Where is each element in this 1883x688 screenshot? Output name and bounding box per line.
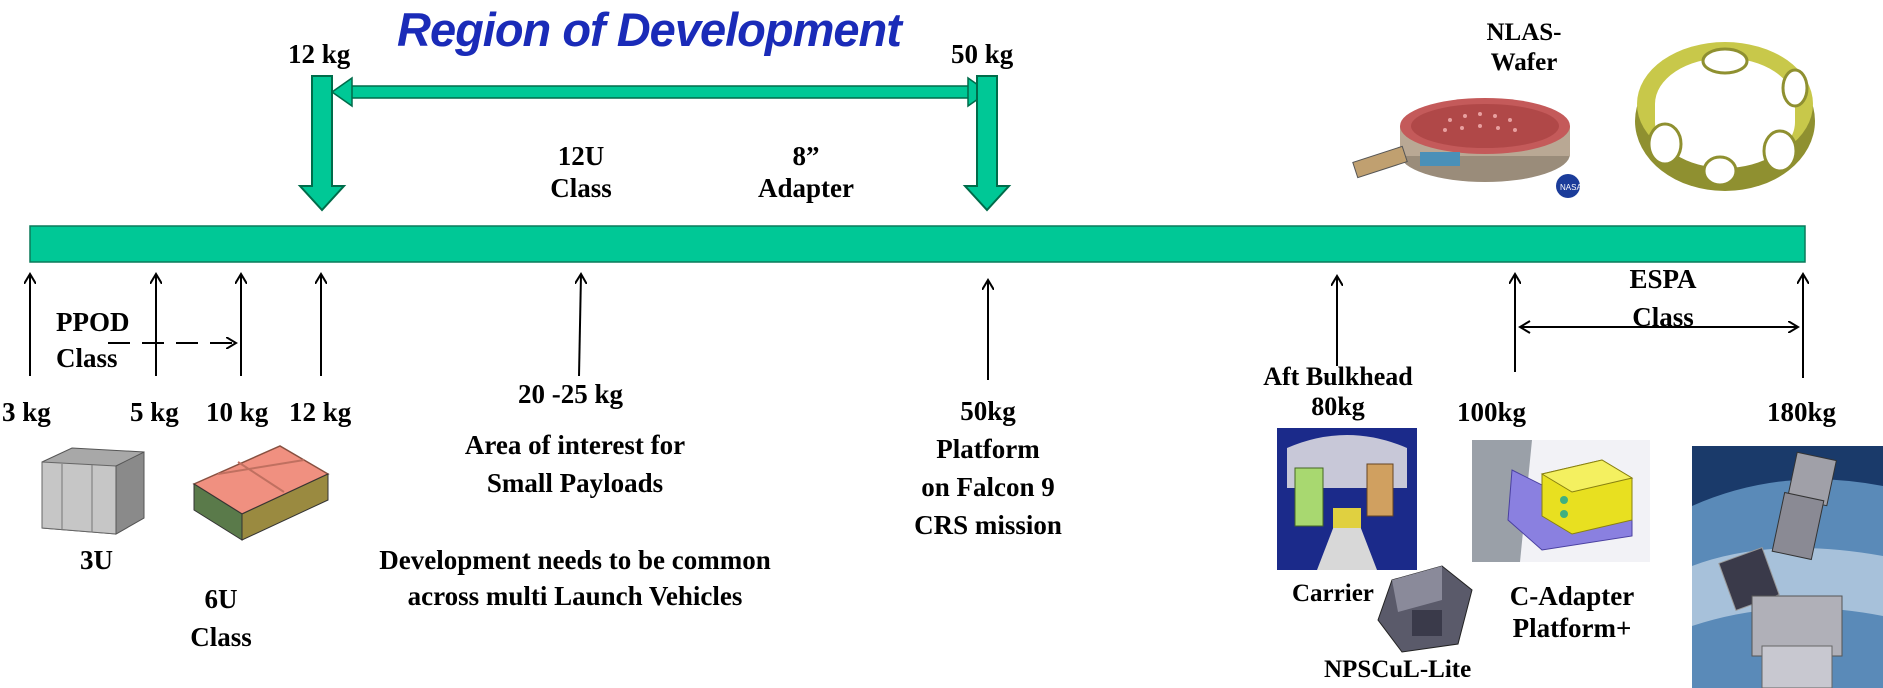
label-5kg: 5 kg	[130, 397, 179, 427]
npscul-lite-image	[1377, 565, 1473, 653]
label-20-25kg: 20 -25 kg	[518, 379, 624, 409]
mass-scale-bar	[29, 225, 1806, 263]
down-arrow-50kg	[962, 75, 1012, 212]
3u-cubesat-image	[41, 447, 145, 535]
c-adapter-image	[1472, 440, 1650, 562]
label-3kg: 3 kg	[2, 397, 51, 427]
label-10kg: 10 kg	[206, 397, 269, 427]
label-npscul-lite: NPSCuL-Lite	[1324, 656, 1472, 683]
label-carrier: Carrier	[1292, 580, 1374, 607]
carrier-image	[1277, 428, 1417, 570]
svg-text:NASA: NASA	[1560, 183, 1582, 192]
label-180kg: 180kg	[1767, 397, 1837, 427]
label-12kg-top: 12 kg	[288, 39, 351, 69]
label-100kg: 100kg	[1457, 397, 1527, 427]
development-range-arrow	[330, 76, 990, 108]
label-50kg-top: 50 kg	[951, 39, 1014, 69]
nlas-wafer-image: NASA	[1352, 98, 1582, 198]
label-nlas-wafer: NLAS-Wafer	[1486, 19, 1562, 76]
espa-satellite-image	[1692, 446, 1883, 688]
label-8-adapter: 8”Adapter	[758, 141, 854, 203]
down-arrow-12kg	[297, 75, 347, 212]
tick-20kg	[579, 274, 581, 377]
label-12kg: 12 kg	[289, 397, 352, 427]
6u-cubesat-image	[192, 445, 330, 541]
espa-ring-image	[1635, 42, 1815, 191]
page-title: Region of Development	[397, 3, 902, 56]
label-3u: 3U	[80, 545, 113, 575]
